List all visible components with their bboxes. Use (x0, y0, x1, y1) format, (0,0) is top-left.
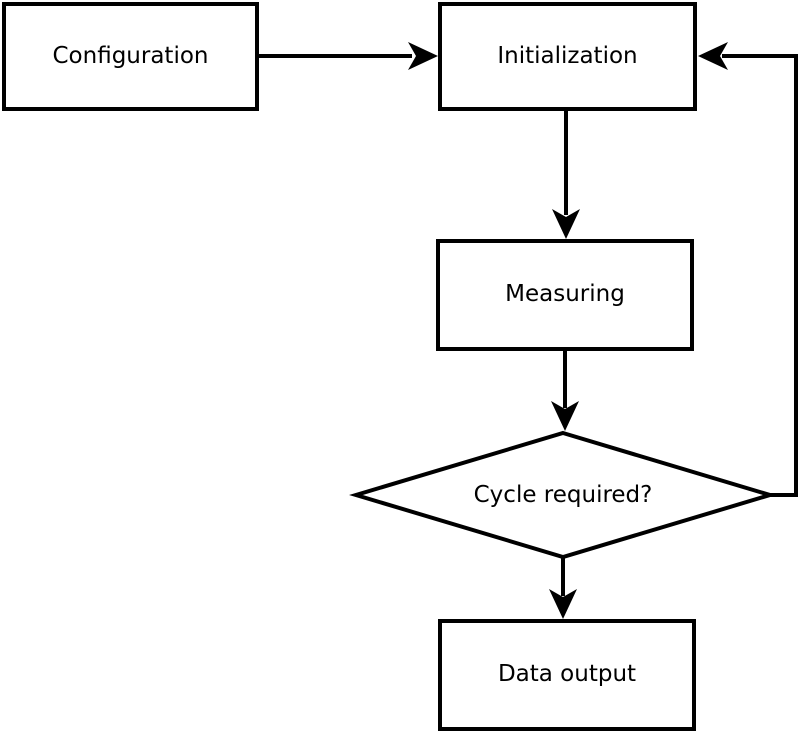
arrowhead-initialization-to-measuring (552, 209, 580, 239)
node-configuration-label: Configuration (52, 42, 209, 69)
node-initialization: Initialization (438, 2, 697, 111)
edge-cycle-required-to-initialization (722, 54, 798, 497)
arrowhead-cycle-required-to-initialization (698, 42, 728, 70)
node-configuration: Configuration (2, 2, 259, 111)
node-cycle-required-shape (349, 430, 777, 560)
node-initialization-label: Initialization (497, 42, 638, 69)
arrowhead-configuration-to-initialization (408, 42, 438, 70)
arrowhead-measuring-to-cycle-required (551, 401, 579, 431)
node-cycle-required-label: Cycle required? (473, 482, 653, 508)
node-data-output-label: Data output (497, 661, 637, 688)
node-data-output: Data output (438, 619, 696, 731)
node-measuring: Measuring (436, 239, 694, 351)
arrowhead-cycle-required-to-data-output (549, 589, 577, 619)
node-cycle-required: Cycle required? (413, 479, 713, 511)
node-measuring-label: Measuring (505, 281, 625, 308)
